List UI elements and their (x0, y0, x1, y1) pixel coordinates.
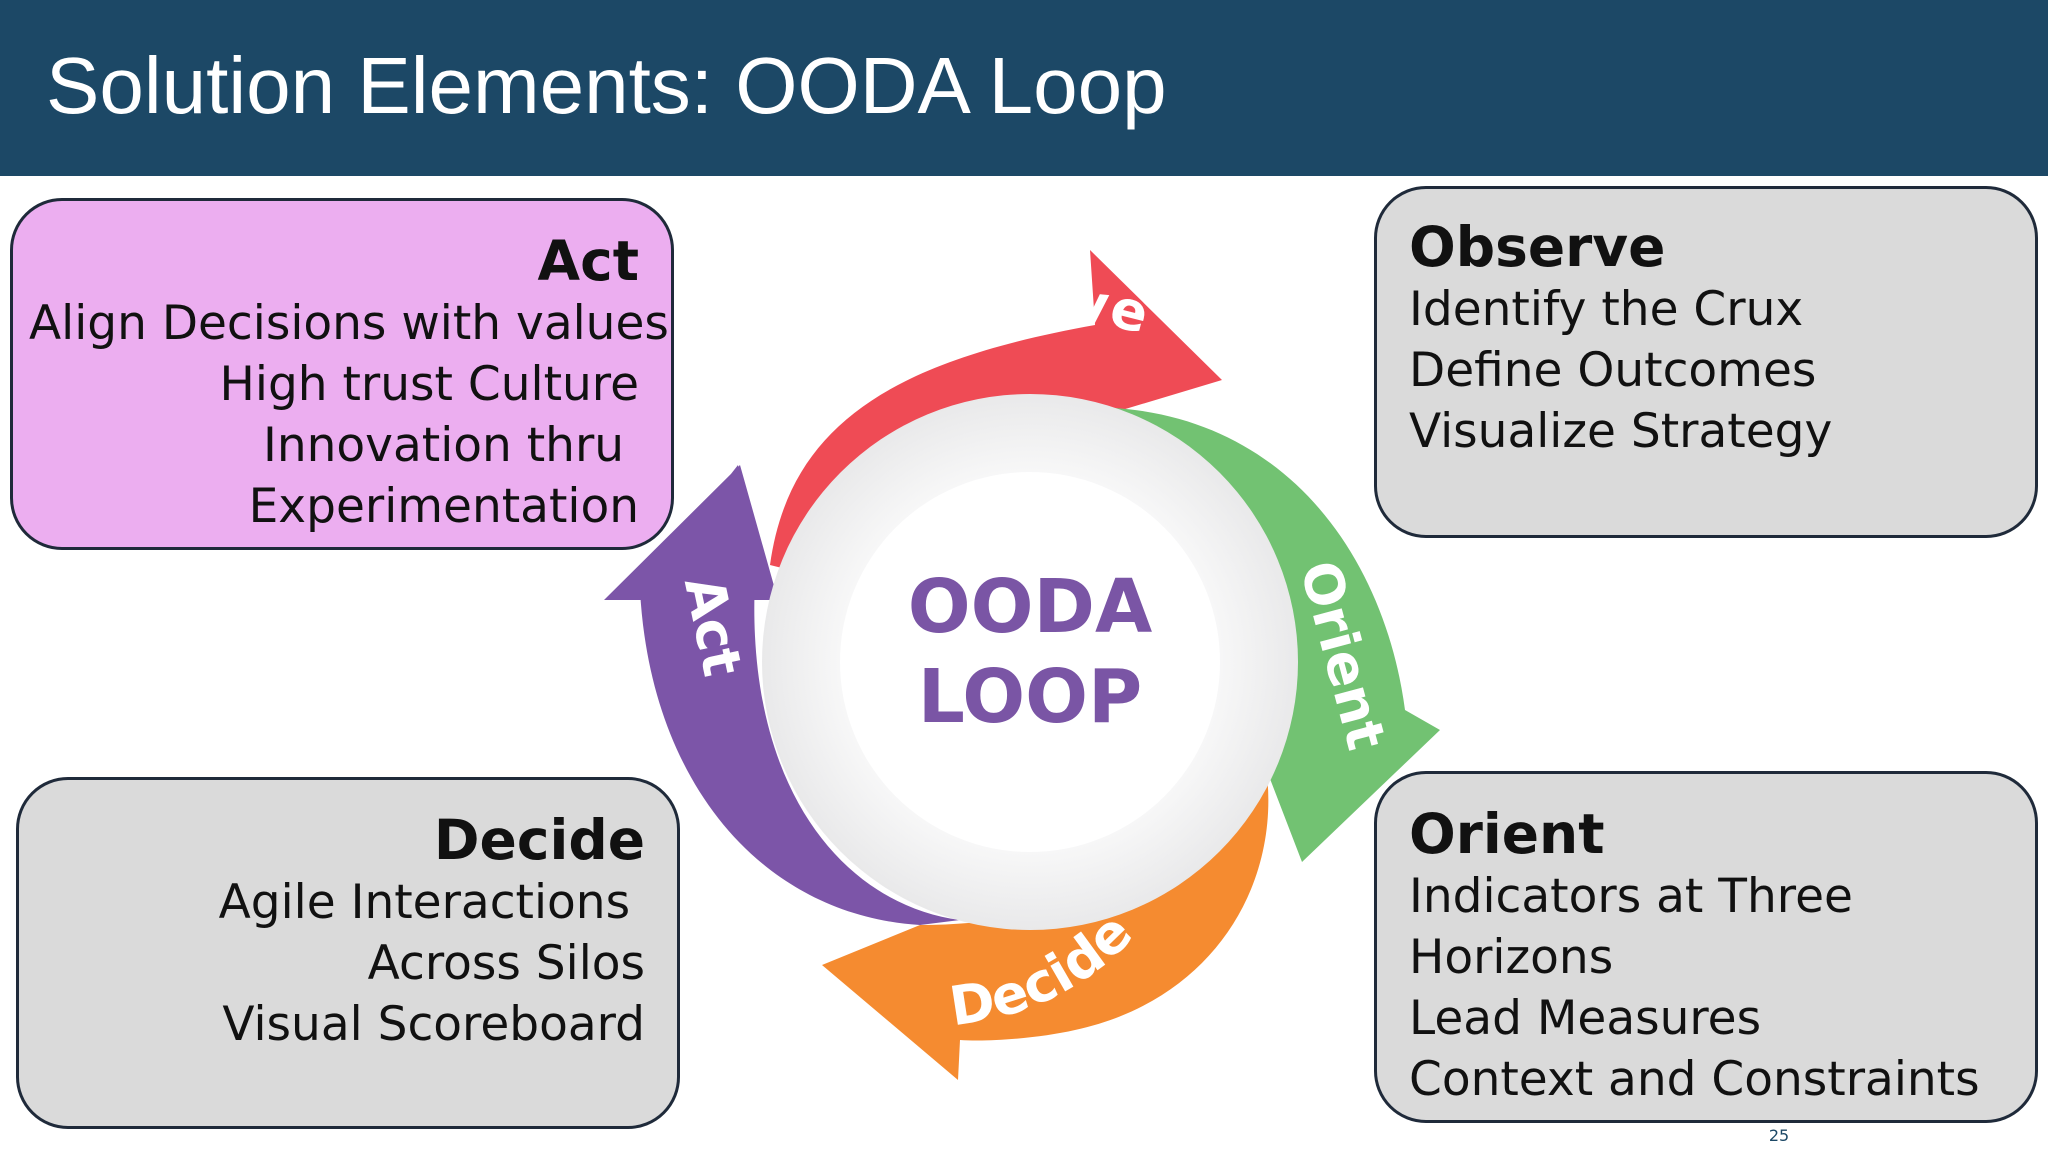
orient-box-line: Horizons (1409, 930, 1614, 985)
observe-box-line: Define Outcomes (1409, 343, 1817, 398)
act-box-line: Innovation thru (262, 418, 639, 473)
act-box-line: High trust Culture (219, 357, 639, 412)
act-box-line: Experimentation (248, 479, 639, 534)
act-arrow (604, 465, 960, 925)
center-text-ooda: OODA (908, 564, 1153, 650)
orient-box-line: Lead Measures (1409, 991, 1762, 1046)
center-disc (840, 472, 1220, 852)
observe-box-title: Observe (1409, 215, 1666, 279)
decide-box-line: Across Silos (367, 936, 645, 991)
act-box-line: Align Decisions with values (29, 296, 669, 351)
act-box: Act Align Decisions with values High tru… (10, 198, 674, 550)
orient-box-line: Indicators at Three (1409, 869, 1853, 924)
page-number: 25 (1768, 1126, 1790, 1145)
observe-box: Observe Identify the Crux Define Outcome… (1374, 186, 2038, 538)
act-box-title: Act (537, 229, 639, 293)
orient-box: Orient Indicators at Three Horizons Lead… (1374, 771, 2038, 1123)
orient-box-line: Context and Constraints (1409, 1052, 1980, 1107)
decide-box-line: Visual Scoreboard (222, 997, 645, 1052)
decide-box: Decide Agile Interactions Across Silos V… (16, 777, 680, 1129)
slide-title: Solution Elements: OODA Loop (46, 41, 1167, 130)
center-text-loop: LOOP (918, 654, 1143, 740)
decide-box-line: Agile Interactions (218, 875, 645, 930)
orient-box-title: Orient (1409, 802, 1605, 866)
observe-box-line: Visualize Strategy (1409, 404, 1833, 459)
decide-box-title: Decide (433, 808, 645, 872)
observe-box-line: Identify the Crux (1409, 282, 1804, 337)
slide-header: Solution Elements: OODA Loop (0, 0, 2048, 176)
